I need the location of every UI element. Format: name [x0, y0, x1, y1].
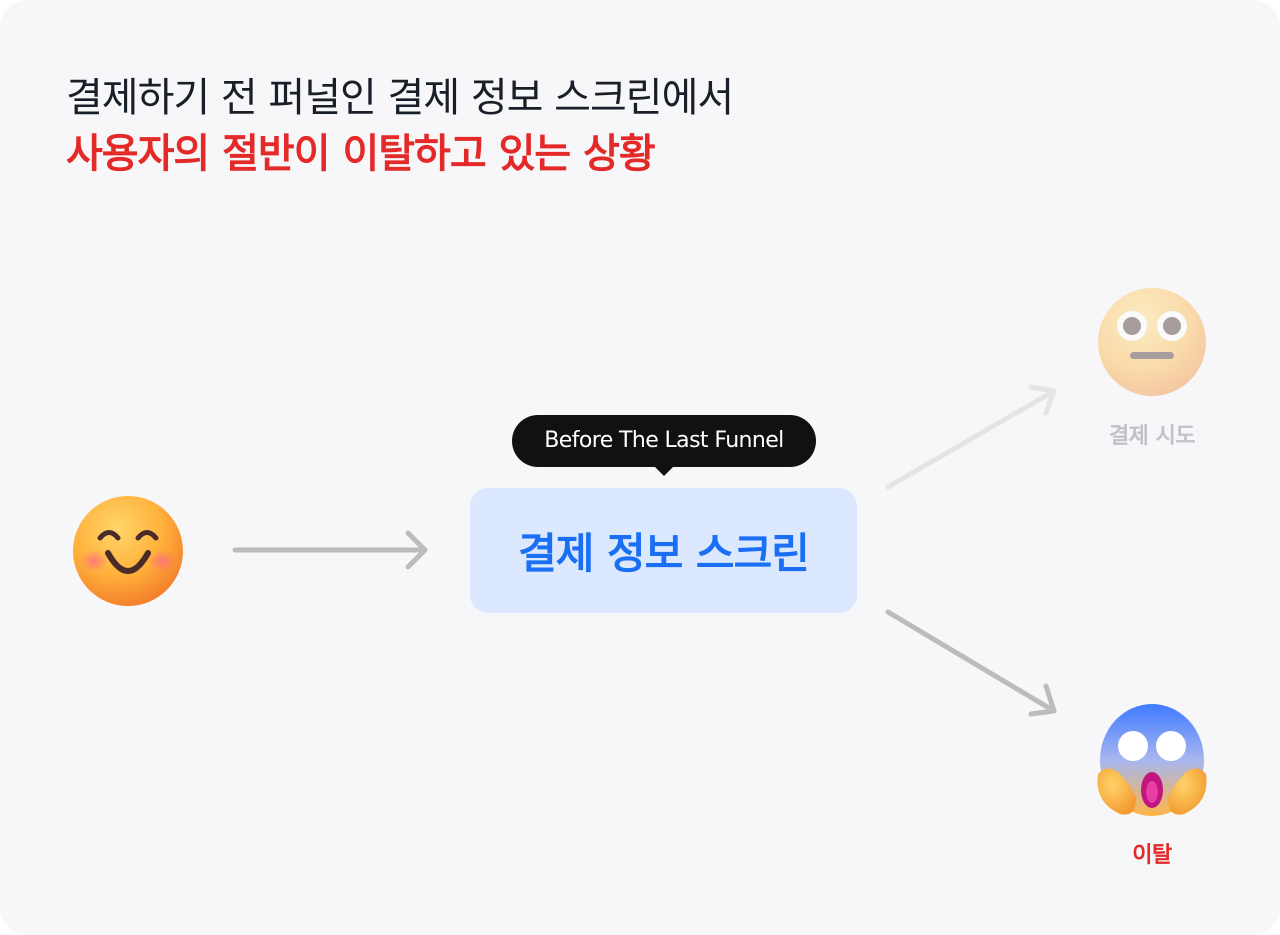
outcome-attempt-label: 결제 시도 [1108, 424, 1196, 449]
headline: 결제하기 전 퍼널인 결제 정보 스크린에서 사용자의 절반이 이탈하고 있는 … [66, 70, 734, 182]
arrow-screen-to-dropout [885, 609, 1057, 717]
outcome-dropout-label: 이탈 [1132, 843, 1172, 868]
headline-line-2-highlight: 사용자의 절반이 이탈하고 있는 상황 [66, 131, 656, 177]
payment-info-screen-box: 결제 정보 스크린 [470, 488, 857, 613]
arrow-user-to-screen [232, 530, 428, 570]
smiling-face-icon [73, 496, 183, 606]
arrow-screen-to-attempt [885, 384, 1057, 490]
headline-line-1: 결제하기 전 퍼널인 결제 정보 스크린에서 [66, 75, 734, 121]
payment-info-screen-label: 결제 정보 스크린 [518, 529, 810, 578]
screaming-face-icon [1097, 704, 1207, 816]
neutral-face-icon [1098, 288, 1206, 396]
funnel-tooltip: Before The Last Funnel [512, 415, 816, 476]
